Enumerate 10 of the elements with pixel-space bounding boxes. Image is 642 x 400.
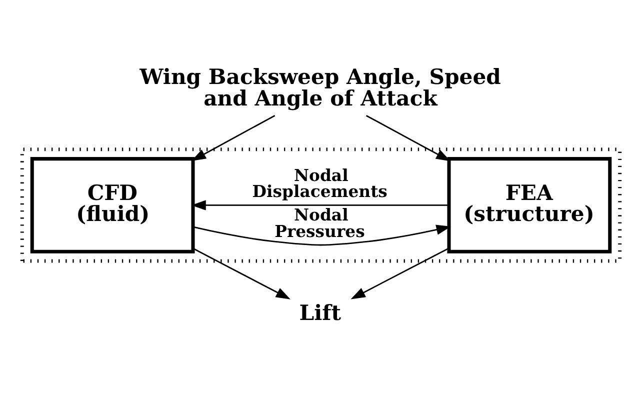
- arrow: [193, 224, 451, 246]
- node-text: Wing Backsweep Angle, Speed and Angle of Attack: [140, 64, 501, 110]
- arrow: [192, 247, 290, 299]
- arrow: [191, 200, 449, 210]
- edge-label: Nodal Pressures: [274, 205, 365, 241]
- node-box: CFD (fluid): [30, 156, 195, 253]
- edge-label: Nodal Displacements: [252, 165, 388, 201]
- node-text: Lift: [299, 300, 342, 325]
- node-box: FEA (structure): [447, 156, 612, 253]
- arrow: [350, 247, 450, 299]
